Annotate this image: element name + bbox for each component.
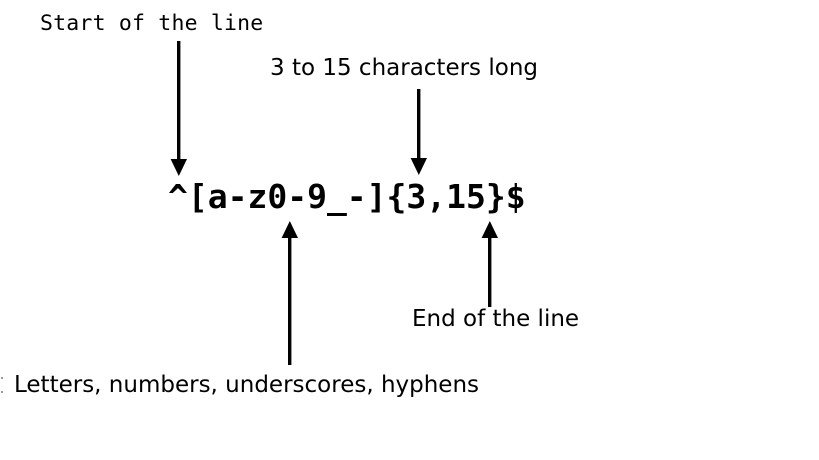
arrow-down-start-of-line bbox=[168, 41, 190, 177]
annotation-label-length-quantifier: 3 to 15 characters long bbox=[270, 55, 538, 81]
clipped-left-edge-glyph bbox=[1, 376, 4, 396]
arrow-up-character-class bbox=[279, 221, 301, 365]
regex-expression: ^[a-z0-9_-]{3,15}$ bbox=[168, 177, 526, 216]
annotation-label-start-of-line: Start of the line bbox=[40, 11, 264, 36]
annotation-label-end-of-line: End of the line bbox=[412, 306, 580, 332]
annotation-label-character-class: Letters, numbers, underscores, hyphens bbox=[14, 372, 480, 398]
arrow-up-end-of-line bbox=[479, 221, 501, 307]
arrow-down-length-quantifier bbox=[408, 89, 430, 176]
